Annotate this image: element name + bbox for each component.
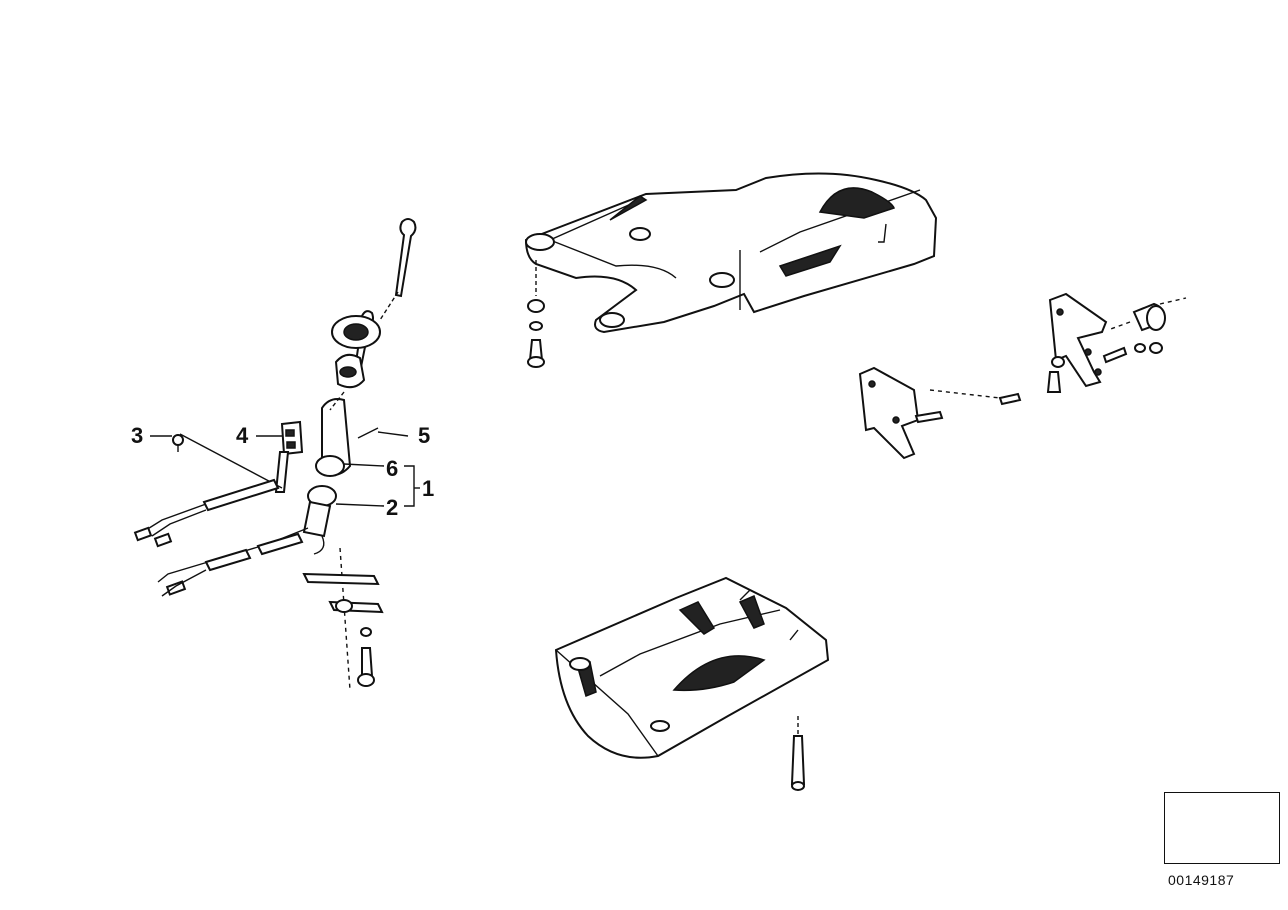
navigation-arrow-button[interactable] <box>1164 792 1280 864</box>
connector-assembly <box>133 420 304 548</box>
callout-4[interactable]: 4 <box>236 423 249 448</box>
bracket-part <box>858 366 920 460</box>
bolt-part <box>361 647 374 677</box>
ignition-lock-assembly <box>157 218 417 691</box>
bracket-part-4 <box>280 420 304 456</box>
upper-column-cover <box>524 172 938 334</box>
screw-part-3 <box>172 434 184 446</box>
bracket-part <box>1048 292 1108 388</box>
key-part <box>394 218 417 298</box>
callout-3[interactable]: 3 <box>131 423 144 448</box>
callout-6[interactable]: 6 <box>386 456 399 481</box>
upper-cover-fasteners <box>527 260 545 368</box>
callout-5[interactable]: 5 <box>418 423 431 448</box>
mounting-bracket-assembly <box>858 292 1187 460</box>
document-number: 00149187 <box>1168 872 1235 888</box>
mounting-plate <box>302 572 380 586</box>
callout-leaders <box>335 463 420 507</box>
callout-2[interactable]: 2 <box>386 495 399 520</box>
lower-column-cover <box>554 576 830 759</box>
callout-1[interactable]: 1 <box>422 476 435 501</box>
lower-cover-screw <box>790 716 806 791</box>
